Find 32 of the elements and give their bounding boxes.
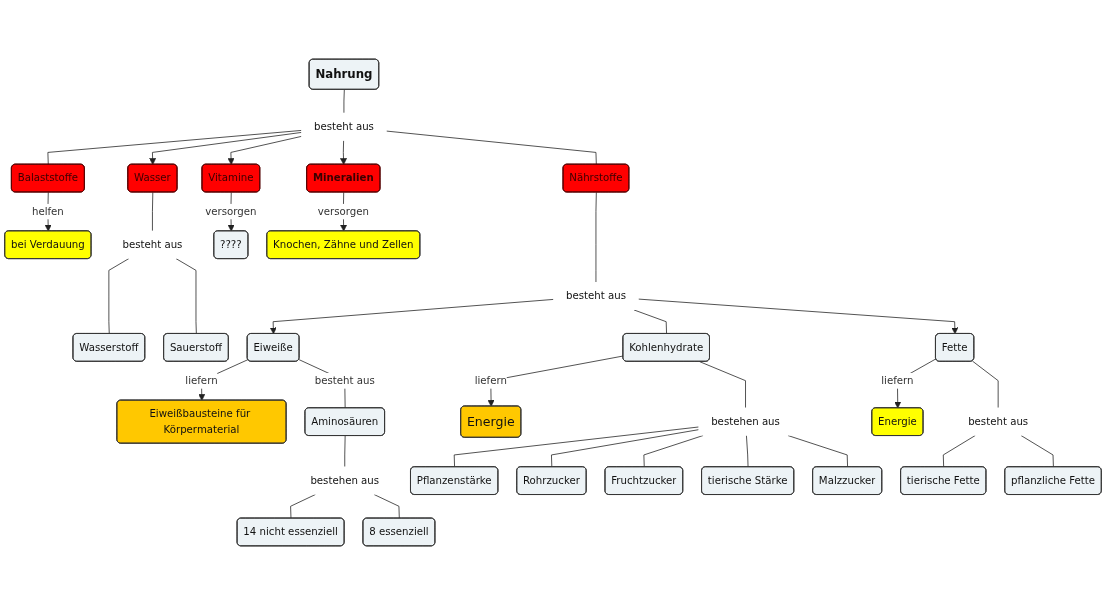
node-text: bestehen aus <box>711 415 780 428</box>
connector <box>595 192 597 283</box>
connector <box>373 494 400 519</box>
edge-label: versorgen <box>205 205 257 218</box>
node-text: besteht aus <box>968 415 1029 428</box>
node-text: bestehen aus <box>310 474 380 487</box>
connector <box>551 429 699 468</box>
edge-label: helfen <box>31 205 64 218</box>
connector <box>108 258 130 335</box>
node-text: besteht aus <box>122 238 183 251</box>
node-text: besteht aus <box>313 120 374 133</box>
connector <box>290 494 316 519</box>
connector <box>1020 435 1054 468</box>
edge-label: liefern <box>185 374 218 387</box>
connector <box>453 426 699 468</box>
connector <box>175 258 197 335</box>
node-text: besteht aus <box>565 289 626 302</box>
edge-label: liefern <box>881 374 914 387</box>
edge-label: liefern <box>474 374 507 387</box>
connector <box>386 130 597 165</box>
connector <box>787 435 848 468</box>
connector <box>972 360 999 409</box>
connector <box>699 361 746 409</box>
connector <box>343 89 345 114</box>
edge-label: besteht aus <box>314 374 375 387</box>
connector <box>633 309 667 335</box>
edge-label: versorgen <box>317 205 369 218</box>
connector <box>942 435 976 468</box>
connector <box>643 435 704 468</box>
connector <box>152 192 154 232</box>
connector <box>746 435 749 468</box>
connector <box>344 435 346 468</box>
